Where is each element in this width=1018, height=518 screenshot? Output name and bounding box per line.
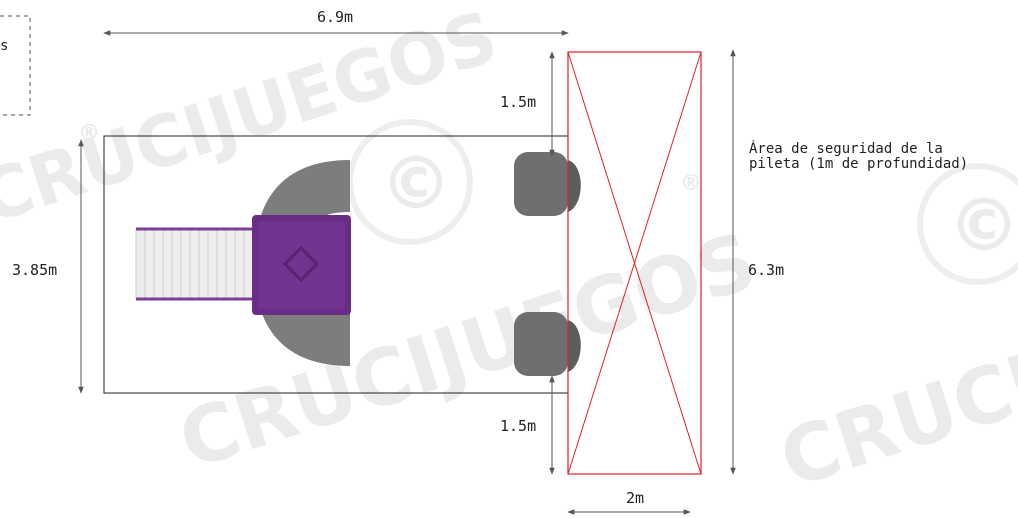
partial-legend-text: s — [0, 38, 9, 54]
dim-label-top-margin: 1.5m — [500, 93, 536, 111]
dim-label-safety-width: 2m — [626, 489, 644, 507]
tube-exit-bottom — [514, 312, 568, 376]
safety-area-note-line1: Área de seguridad de la — [749, 141, 943, 157]
dim-label-total-length: 6.9m — [317, 8, 353, 26]
purple-platform — [252, 215, 351, 315]
safety-area-note-line2: pileta (1m de profundidad) — [749, 156, 969, 172]
watermark-seal-right-mark: © — [948, 183, 1018, 267]
watermark-text-right: CRUCIJUEGOS — [770, 235, 1018, 506]
partial-legend-box — [0, 15, 31, 116]
watermark-seal-right — [917, 163, 1018, 285]
tube-exit-top — [514, 152, 568, 216]
dim-label-structure-width: 3.85m — [12, 261, 57, 279]
access-steps — [135, 227, 255, 301]
safety-zone — [567, 51, 702, 475]
watermark-registered-2: ® — [680, 171, 702, 196]
safety-area-note: Área de seguridad de la pileta (1m de pr… — [749, 142, 1018, 172]
dim-label-bottom-margin: 1.5m — [500, 417, 536, 435]
dim-label-safety-height: 6.3m — [748, 261, 784, 279]
